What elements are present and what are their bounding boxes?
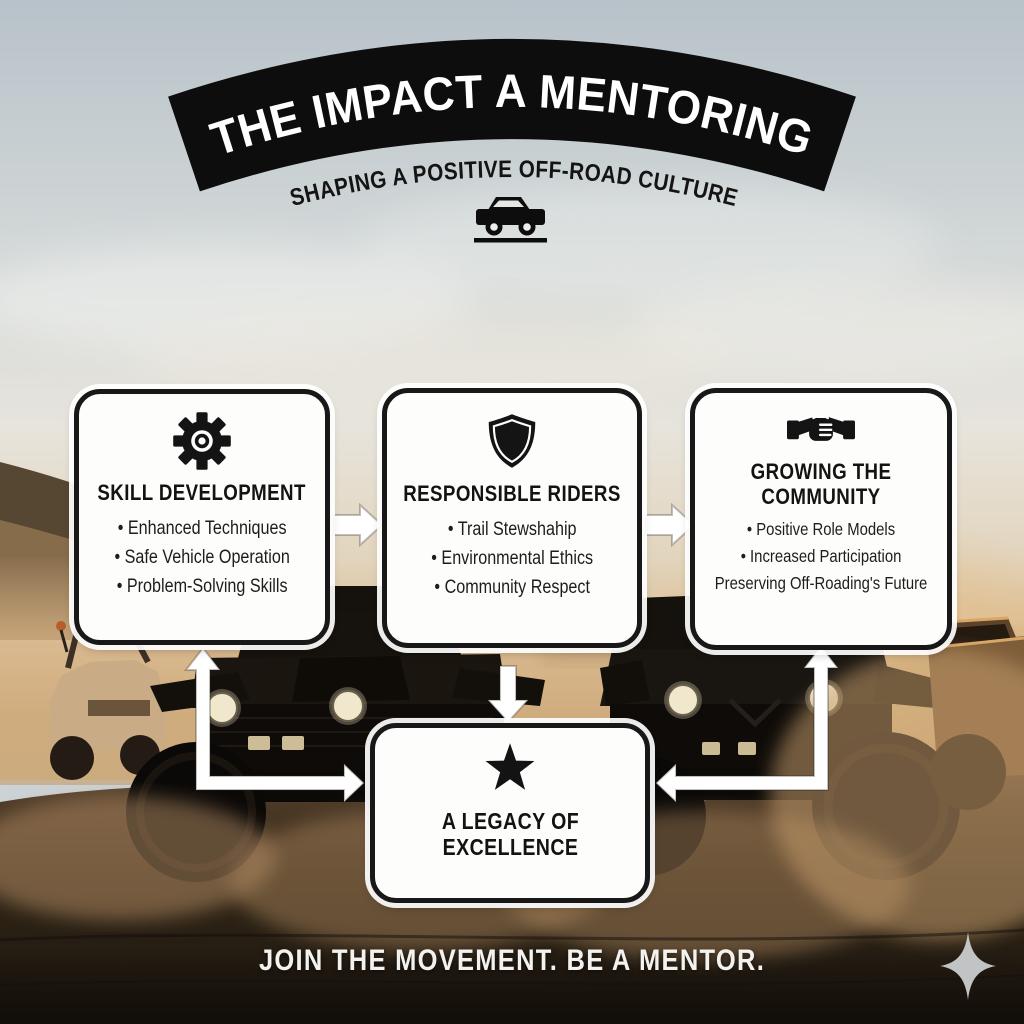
bullet-item: Safe Vehicle Operation bbox=[114, 543, 289, 572]
card-skill-development: SKILL DEVELOPMENT Enhanced Techniques Sa… bbox=[74, 389, 330, 645]
bullet-item: Community Respect bbox=[431, 573, 593, 602]
banner-ribbon bbox=[168, 39, 856, 192]
bullet-item: Environmental Ethics bbox=[431, 544, 593, 573]
sparkle-icon bbox=[940, 932, 996, 1000]
card-responsible-riders: RESPONSIBLE RIDERS Trail Stewshahip Envi… bbox=[382, 388, 642, 648]
star-icon bbox=[485, 743, 535, 790]
card-bullet-list: Trail Stewshahip Environmental Ethics Co… bbox=[431, 515, 593, 603]
card-growing-community: GROWING THE COMMUNITY Positive Role Mode… bbox=[690, 388, 952, 650]
bullet-item: Enhanced Techniques bbox=[114, 514, 289, 543]
card-bullet-list: Positive Role Models Increased Participa… bbox=[715, 516, 928, 597]
gear-icon bbox=[173, 412, 231, 470]
card-title: SKILL DEVELOPMENT bbox=[97, 480, 307, 505]
bullet-item: Trail Stewshahip bbox=[431, 515, 593, 544]
offroad-vehicle-icon bbox=[474, 197, 547, 243]
shield-icon bbox=[488, 414, 536, 468]
bullet-item: Problem-Solving Skills bbox=[114, 572, 289, 601]
card-bullet-list: Enhanced Techniques Safe Vehicle Operati… bbox=[114, 514, 289, 602]
card-title: GROWING THE COMMUNITY bbox=[750, 459, 892, 509]
bullet-item: Preserving Off-Roading's Future bbox=[714, 572, 928, 593]
handshake-icon bbox=[787, 414, 855, 441]
card-title: RESPONSIBLE RIDERS bbox=[403, 481, 621, 506]
bullet-item: Positive Role Models bbox=[715, 516, 928, 543]
bullet-item: Increased Participation bbox=[715, 543, 928, 570]
card-legacy-excellence: A LEGACY OF EXCELLENCE bbox=[370, 723, 650, 903]
card-title: A LEGACY OF EXCELLENCE bbox=[441, 808, 579, 860]
header-banner: THE IMPACT A MENTORING SHAPING A POSITIV… bbox=[168, 39, 856, 243]
tagline: JOIN THE MOVEMENT. BE A MENTOR. bbox=[258, 944, 766, 977]
